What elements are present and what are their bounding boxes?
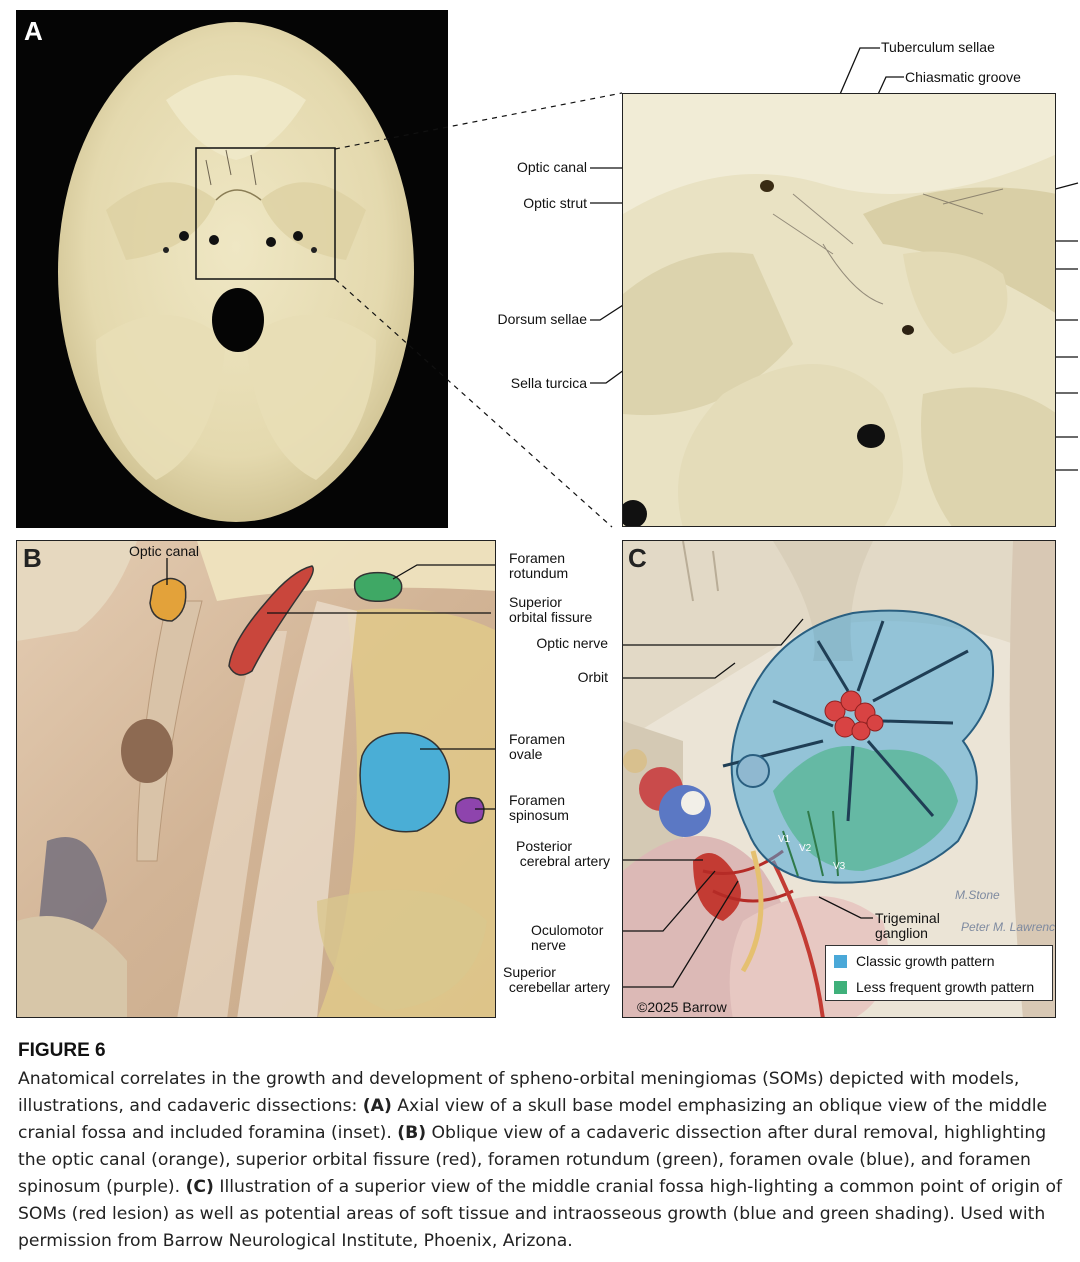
figure-title: FIGURE 6 — [18, 1040, 106, 1061]
label-optic-canal-a: Optic canal — [516, 159, 587, 175]
inset-bone-illustration — [623, 94, 1055, 526]
figure-caption: Anatomical correlates in the growth and … — [18, 1066, 1068, 1255]
legend-label-less-frequent: Less frequent growth pattern — [856, 979, 1035, 995]
caption-text-b: Oblique view of a cadaveric dissection a… — [18, 1123, 1047, 1197]
panel-c-illustration: M.Stone Peter M. Lawrence C V1 V2 V3 Tri… — [622, 540, 1056, 1018]
label-sca-line1: Superior — [503, 964, 556, 980]
label-v3: V3 — [833, 861, 846, 872]
panel-b-letter: B — [23, 543, 42, 573]
dissection-illustration — [17, 541, 495, 1017]
legend-swatch-classic — [834, 955, 847, 968]
spinosum-highlight — [454, 796, 485, 824]
label-tuberculum-sellae: Tuberculum sellae — [881, 39, 995, 55]
caption-tag-a: (A) — [362, 1096, 392, 1116]
label-foramen-rotundum-line2: rotundum — [509, 565, 569, 581]
label-foramen-spinosum-line1: Foramen — [509, 792, 566, 808]
label-optic-strut: Optic strut — [523, 195, 587, 211]
label-dorsum-sellae: Dorsum sellae — [497, 311, 587, 327]
label-trigeminal-line2: ganglion — [875, 925, 928, 941]
caption-text-c: Illustration of a superior view of the m… — [18, 1177, 1063, 1251]
caption-text-a: Axial view of a skull base model emphasi… — [18, 1096, 1048, 1143]
optic-canal-highlight — [149, 577, 187, 622]
label-foramen-ovale-line2: ovale — [509, 746, 543, 762]
middle-cranial-fossa-illustration: M.Stone Peter M. Lawrence — [623, 541, 1056, 1017]
skull-base-illustration — [58, 22, 414, 522]
panel-c-letter: C — [628, 543, 647, 573]
label-oculomotor-line1: Oculomotor — [531, 922, 604, 938]
less-frequent-growth-region — [773, 746, 958, 871]
label-oculomotor-line2: nerve — [531, 937, 567, 953]
panel-a-skull: A — [16, 10, 448, 528]
label-v2: V2 — [799, 843, 812, 854]
label-foramen-rotundum-line1: Foramen — [509, 550, 566, 566]
label-optic-canal-b: Optic canal — [129, 543, 200, 559]
caption-tag-c: (C) — [185, 1177, 214, 1197]
growth-legend: Classic growth pattern Less frequent gro… — [825, 945, 1053, 1001]
label-sof-line2: orbital fissure — [509, 609, 593, 625]
ovale-highlight — [359, 732, 450, 833]
legend-swatch-less-frequent — [834, 981, 847, 994]
label-orbit: Orbit — [577, 669, 608, 685]
rotundum-highlight — [353, 571, 403, 603]
copyright: ©2025 Barrow — [637, 999, 727, 1015]
label-pca-line1: Posterior — [516, 838, 573, 854]
label-foramen-ovale-line1: Foramen — [509, 731, 566, 747]
label-sella-turcica: Sella turcica — [510, 375, 587, 391]
panel-b-dissection: B Optic canal — [16, 540, 496, 1018]
label-optic-nerve: Optic nerve — [536, 635, 608, 651]
panel-a-letter: A — [24, 16, 43, 46]
caption-tag-b: (B) — [397, 1123, 427, 1143]
label-foramen-spinosum-line2: spinosum — [509, 807, 569, 823]
label-chiasmatic-groove: Chiasmatic groove — [905, 69, 1021, 85]
caption-intro: Anatomical correlates in the growth and … — [18, 1069, 1020, 1116]
sof-highlight — [228, 565, 314, 676]
label-pca-line2: cerebral artery — [519, 853, 610, 869]
label-v1: V1 — [778, 834, 791, 845]
red-lesion — [824, 690, 884, 741]
label-sca-line2: cerebellar artery — [508, 979, 610, 995]
artist-signature-1: M.Stone — [955, 888, 1000, 902]
panel-a-inset — [622, 93, 1056, 527]
growth-arrows — [722, 620, 969, 822]
label-trigeminal-line1: Trigeminal — [875, 910, 940, 926]
legend-label-classic: Classic growth pattern — [856, 953, 995, 969]
artist-signature-2: Peter M. Lawrence — [961, 920, 1056, 934]
label-sof-line1: Superior — [509, 594, 562, 610]
